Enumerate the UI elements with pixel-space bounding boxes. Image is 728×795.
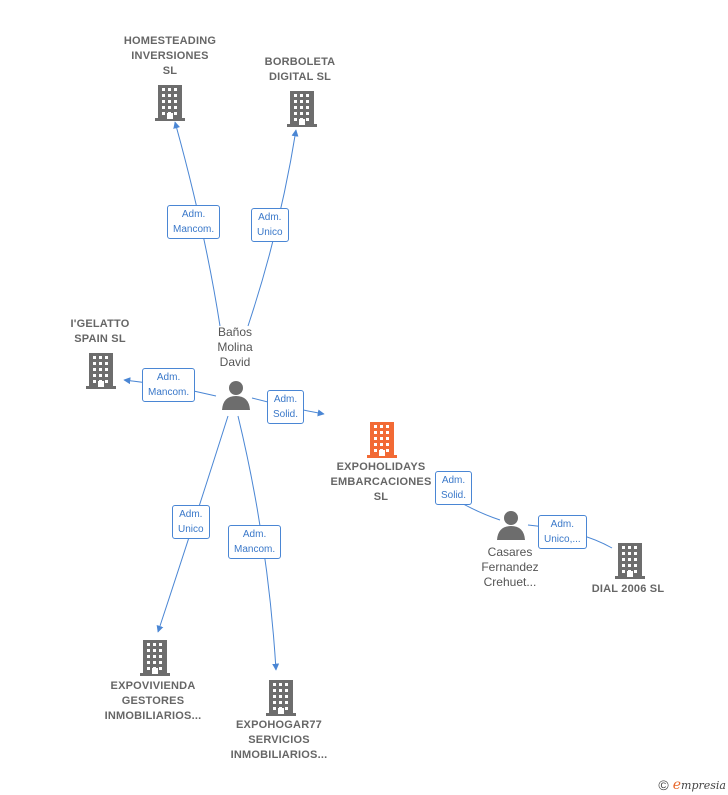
node-label-expoholidays[interactable]: EXPOHOLIDAYS EMBARCACIONES SL <box>330 461 432 503</box>
building-icon[interactable] <box>367 422 397 463</box>
building-icon[interactable] <box>140 640 170 681</box>
node-label-homesteading[interactable]: HOMESTEADING INVERSIONES SL <box>123 35 217 77</box>
node-label-casares[interactable]: Casares Fernandez Crehuet... <box>481 545 539 589</box>
brand-name: mpresia <box>681 779 726 792</box>
relation-label[interactable]: Adm. Unico,... <box>538 515 587 549</box>
node-label-borboleta[interactable]: BORBOLETA DIGITAL SL <box>264 56 336 83</box>
node-label-banos[interactable]: Baños Molina David <box>217 325 253 369</box>
brand-logo[interactable]: empresia <box>673 777 726 793</box>
copyright-symbol: © <box>658 777 669 793</box>
relation-label[interactable]: Adm. Unico <box>251 208 289 242</box>
relation-label[interactable]: Adm. Mancom. <box>167 205 221 239</box>
node-label-dial2006[interactable]: DIAL 2006 SL <box>591 583 665 595</box>
node-label-expohogar[interactable]: EXPOHOGAR77 SERVICIOS INMOBILIARIOS... <box>230 719 328 761</box>
building-icon[interactable] <box>155 85 185 126</box>
relation-label[interactable]: Adm. Mancom. <box>228 525 282 559</box>
person-icon[interactable] <box>221 380 251 415</box>
building-icon[interactable] <box>266 680 296 721</box>
building-icon[interactable] <box>287 91 317 132</box>
brand-initial: e <box>672 777 682 793</box>
relation-label[interactable]: Adm. Mancom. <box>142 368 196 402</box>
footer-brand: © empresia <box>658 777 726 793</box>
building-icon[interactable] <box>86 353 116 394</box>
relation-label[interactable]: Adm. Unico <box>172 505 210 539</box>
person-icon[interactable] <box>496 510 526 545</box>
relation-label[interactable]: Adm. Solid. <box>267 390 305 424</box>
node-label-expovivienda[interactable]: EXPOVIVIENDA GESTORES INMOBILIARIOS... <box>104 680 202 722</box>
building-icon[interactable] <box>615 543 645 584</box>
node-label-igelatto[interactable]: I'GELATTO SPAIN SL <box>70 318 130 345</box>
relation-label[interactable]: Adm. Solid. <box>435 471 473 505</box>
